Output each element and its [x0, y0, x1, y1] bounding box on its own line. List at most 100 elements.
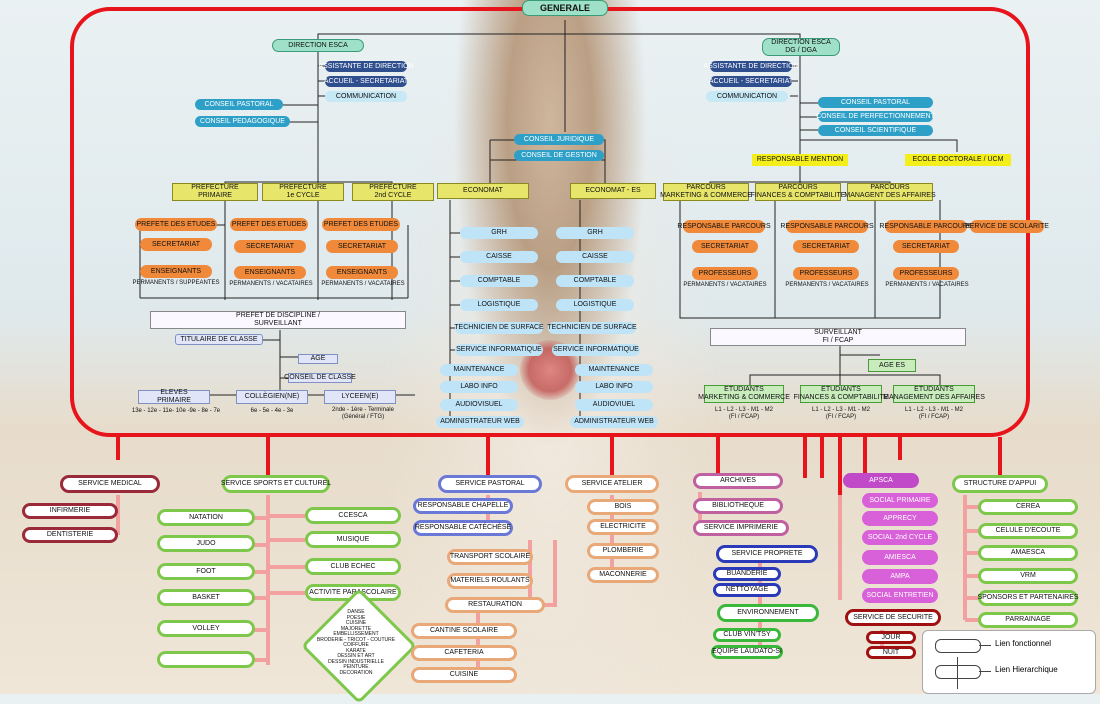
infirmerie[interactable]: INFIRMERIE: [22, 503, 118, 519]
dentisterie[interactable]: DENTISTERIE: [22, 527, 118, 543]
social-primaire[interactable]: SOCIAL PRIMAIRE: [862, 493, 938, 508]
prof-management[interactable]: PROFESSEURS: [893, 267, 959, 280]
atelier-maconnerie[interactable]: MACONNERIE: [587, 567, 659, 583]
amiesca[interactable]: AMIESCA: [862, 550, 938, 565]
transport-scolaire[interactable]: TRANSPORT SCOLAIRE: [447, 549, 533, 565]
archives[interactable]: ARCHIVES: [693, 473, 783, 489]
social-2nd-cycle[interactable]: SOCIAL 2nd CYCLE: [862, 530, 938, 545]
environnement[interactable]: ENVIRONNEMENT: [717, 604, 819, 622]
club-vintsy[interactable]: CLUB VIN'TSY: [713, 628, 781, 642]
nettoyage[interactable]: NETTOYAGE: [713, 583, 781, 597]
responsable-catechese[interactable]: RESPONSABLE CATÉCHÈSE: [413, 520, 513, 536]
service-medical[interactable]: SERVICE MEDICAL: [60, 475, 160, 493]
cerea[interactable]: CEREA: [978, 499, 1078, 515]
it-admin-web[interactable]: ADMINISTRATEUR WEB: [436, 416, 524, 428]
left-accueil[interactable]: ACCUEIL - SECRETARIAT: [324, 76, 408, 87]
age-node[interactable]: AGE: [298, 354, 338, 364]
resp-parcours-management[interactable]: RESPONSABLE PARCOURS: [879, 220, 973, 233]
responsable-chapelle[interactable]: RESPONSABLE CHAPELLE: [413, 498, 513, 514]
it-labo[interactable]: LABO INFO: [440, 381, 518, 393]
sec-parcours-marketing[interactable]: SECRETARIAT: [692, 240, 758, 253]
apsca[interactable]: APSCA: [843, 473, 919, 488]
prefet-etudes-2nd[interactable]: PREFET DES ETUDES: [322, 218, 400, 231]
right-communication[interactable]: COMMUNICATION: [706, 91, 788, 102]
restauration[interactable]: RESTAURATION: [445, 597, 545, 613]
vrm[interactable]: VRM: [978, 568, 1078, 584]
eco-es-grh[interactable]: GRH: [556, 227, 634, 239]
prof-finances[interactable]: PROFESSEURS: [793, 267, 859, 280]
it-maintenance[interactable]: MAINTENANCE: [440, 364, 518, 376]
responsable-mention[interactable]: RESPONSABLE MENTION: [752, 154, 848, 166]
it-es-maintenance[interactable]: MAINTENANCE: [575, 364, 653, 376]
eco-technicien[interactable]: TECHNICIEN DE SURFACE: [454, 322, 544, 334]
secretariat-primaire[interactable]: SECRETARIAT: [140, 238, 212, 251]
left-conseil-pedagogique[interactable]: CONSEIL PEDAGOGIQUE: [195, 116, 290, 127]
lyceen[interactable]: LYCEEN(E): [324, 390, 396, 404]
economat-es[interactable]: ECONOMAT - ES: [570, 183, 656, 199]
resp-parcours-finances[interactable]: RESPONSABLE PARCOURS: [780, 220, 874, 233]
sec-parcours-management[interactable]: SECRETARIAT: [893, 240, 959, 253]
secretariat-2nd[interactable]: SECRETARIAT: [326, 240, 398, 253]
service-imprimerie[interactable]: SERVICE IMPRIMERIE: [693, 520, 789, 536]
culture-ccesca[interactable]: CCESCA: [305, 507, 401, 524]
economat[interactable]: ECONOMAT: [437, 183, 529, 199]
conseil-juridique[interactable]: CONSEIL JURIDIQUE: [514, 134, 604, 145]
ecole-doctorale[interactable]: ECOLE DOCTORALE / UCM: [905, 154, 1011, 166]
left-conseil-pastoral[interactable]: CONSEIL PASTORAL: [195, 99, 283, 110]
equipe-laudato-si[interactable]: EQUIPE LAUDATO-SI: [711, 645, 783, 659]
atelier-electricite[interactable]: ELECTRICITE: [587, 519, 659, 535]
it-es-admin-web[interactable]: ADMINISTRATEUR WEB: [570, 416, 658, 428]
sponsors-partenaires[interactable]: SPONSORS ET PARTENAIRES: [977, 590, 1079, 606]
direction-left[interactable]: DIRECTION ESCA: [272, 39, 364, 52]
eco-es-service-info[interactable]: SERVICE INFORMATIQUE: [552, 344, 640, 356]
prefete-etudes-primaire[interactable]: PREFETE DES ETUDES: [135, 218, 217, 231]
left-communication[interactable]: COMMUNICATION: [325, 91, 407, 102]
eco-caisse[interactable]: CAISSE: [460, 251, 538, 263]
prof-marketing[interactable]: PROFESSEURS: [692, 267, 758, 280]
parrainage[interactable]: PARRAINAGE: [978, 612, 1078, 628]
enseignants-1e[interactable]: ENSEIGNANTS: [234, 266, 306, 279]
resp-parcours-marketing[interactable]: RESPONSABLE PARCOURS: [677, 220, 771, 233]
eco-service-info[interactable]: SERVICE INFORMATIQUE: [455, 344, 543, 356]
securite-nuit[interactable]: NUIT: [866, 646, 916, 659]
eco-es-logistique[interactable]: LOGISTIQUE: [556, 299, 634, 311]
structure-appui[interactable]: STRUCTURE D'APPUI: [952, 475, 1048, 493]
cafeteria[interactable]: CAFETERIA: [411, 645, 517, 661]
sport-basket[interactable]: BASKET: [157, 589, 255, 606]
eco-es-caisse[interactable]: CAISSE: [556, 251, 634, 263]
bibliotheque[interactable]: BIBLIOTHEQUE: [693, 498, 783, 514]
right-conseil-scientifique[interactable]: CONSEIL SCIENTIFIQUE: [818, 125, 933, 136]
root-node[interactable]: GENERALE: [522, 0, 608, 16]
ampa[interactable]: AMPA: [862, 569, 938, 584]
cellule-ecoute[interactable]: CELULE D'ECOUTE: [978, 523, 1078, 539]
eco-grh[interactable]: GRH: [460, 227, 538, 239]
eco-comptable[interactable]: COMPTABLE: [460, 275, 538, 287]
service-securite[interactable]: SERVICE DE SECURITE: [845, 609, 941, 626]
service-sports[interactable]: SERVICE SPORTS ET CULTUREL: [221, 475, 331, 493]
it-audiovisuel[interactable]: AUDIOVISUEL: [440, 399, 518, 411]
sport-empty[interactable]: [157, 651, 255, 668]
service-atelier[interactable]: SERVICE ATELIER: [565, 475, 659, 493]
service-scolarite[interactable]: SERVICE DE SCOLARITE: [965, 220, 1049, 233]
service-pastoral[interactable]: SERVICE PASTORAL: [438, 475, 542, 493]
culture-club-echec[interactable]: CLUB ECHEC: [305, 558, 401, 575]
sport-foot[interactable]: FOOT: [157, 563, 255, 580]
social-entretien[interactable]: SOCIAL ENTRETIEN: [862, 588, 938, 603]
amaesca[interactable]: AMAESCA: [978, 545, 1078, 561]
sport-natation[interactable]: NATATION: [157, 509, 255, 526]
left-assistant[interactable]: ASSISTANTE DE DIRECTION: [318, 61, 414, 72]
eco-es-technicien[interactable]: TECHNICIEN DE SURFACE: [547, 322, 637, 334]
right-conseil-pastoral[interactable]: CONSEIL PASTORAL: [818, 97, 933, 108]
conseil-classe[interactable]: CONSEIL DE CLASSE: [284, 373, 356, 383]
right-conseil-perfectionnement[interactable]: CONSEIL DE PERFECTIONNEMENT: [816, 111, 935, 122]
